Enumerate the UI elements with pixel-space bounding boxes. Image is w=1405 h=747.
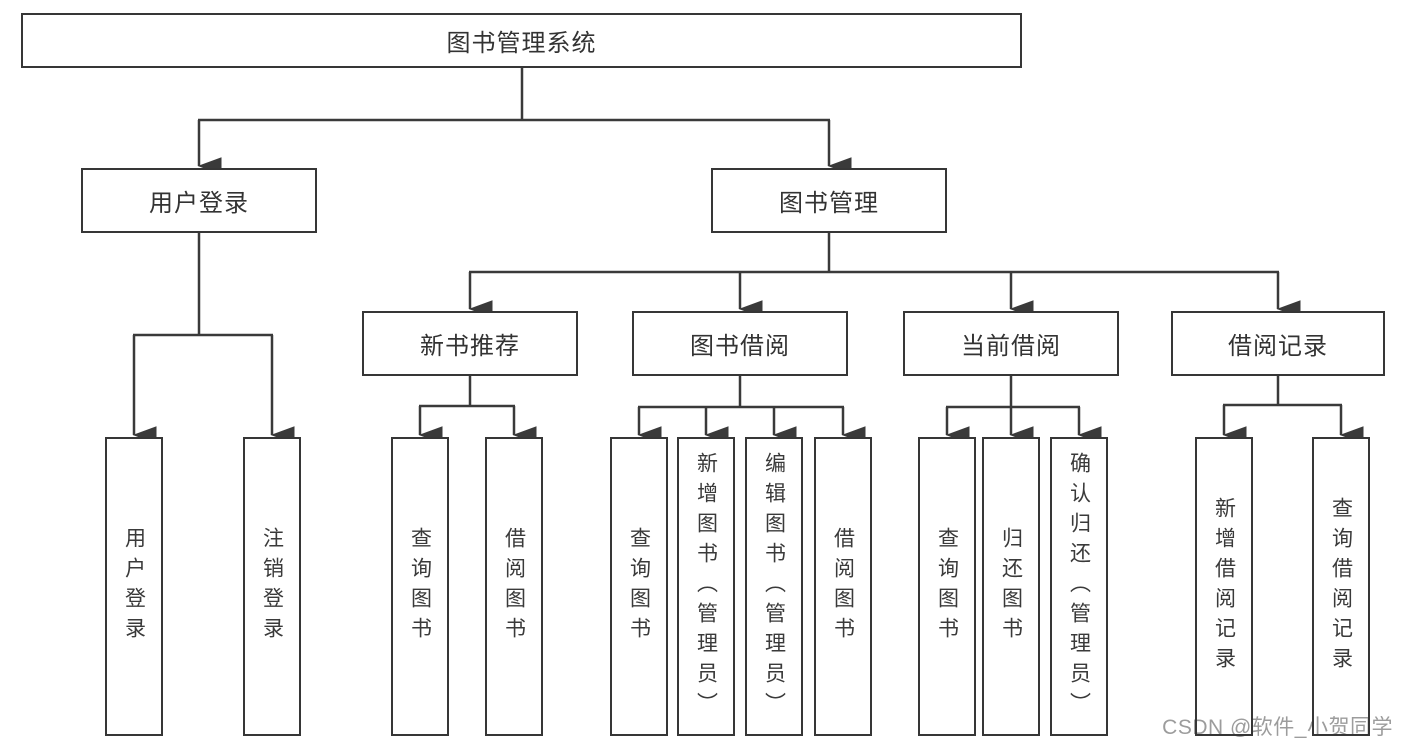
leaf-logout-label: 注销登录 [260,526,284,647]
node-book-management-label: 图书管理 [779,190,879,217]
connector-root-to-level2 [197,68,830,166]
connector-new-book-recommend-to-leaves [418,376,515,435]
leaf-nb-borrow-books-label: 借阅图书 [502,526,526,647]
leaf-br-query-record: 查询借阅记录 [1312,437,1370,736]
csdn-watermark: CSDN @软件_小贺同学 [1162,716,1393,739]
leaf-user-login-label: 用户登录 [122,526,146,647]
leaf-nb-query-books: 查询图书 [391,437,449,736]
node-current-borrowing-label: 当前借阅 [961,333,1061,360]
leaf-bb-add-books-admin: 新增图书（管理员） [677,437,735,736]
leaf-cb-confirm-return-admin-label: 确认归还（管理员） [1067,451,1091,722]
leaf-bb-borrow-books-label: 借阅图书 [831,526,855,647]
leaf-cb-return-books: 归还图书 [982,437,1040,736]
node-book-management: 图书管理 [711,168,947,233]
leaf-bb-query-books-label: 查询图书 [627,526,651,647]
node-user-login: 用户登录 [81,168,317,233]
leaf-bb-edit-books-admin: 编辑图书（管理员） [745,437,803,736]
leaf-nb-query-books-label: 查询图书 [408,526,432,647]
node-borrowing-records: 借阅记录 [1171,311,1385,376]
leaf-bb-borrow-books: 借阅图书 [814,437,872,736]
leaf-cb-query-books: 查询图书 [918,437,976,736]
leaf-cb-return-books-label: 归还图书 [999,526,1023,647]
node-new-book-recommend-label: 新书推荐 [420,333,520,360]
connector-user-login-to-leaves [132,233,273,435]
node-borrowing-records-label: 借阅记录 [1228,333,1328,360]
leaf-br-add-record-label: 新增借阅记录 [1212,496,1236,677]
node-new-book-recommend: 新书推荐 [362,311,578,376]
leaf-cb-query-books-label: 查询图书 [935,526,959,647]
leaf-bb-edit-books-admin-label: 编辑图书（管理员） [762,451,786,722]
leaf-bb-query-books: 查询图书 [610,437,668,736]
node-root-label: 图书管理系统 [446,30,597,57]
node-root: 图书管理系统 [21,13,1022,68]
node-book-borrowing-label: 图书借阅 [690,333,790,360]
connector-book-management-to-level3 [468,233,1279,309]
leaf-nb-borrow-books: 借阅图书 [485,437,543,736]
leaf-cb-confirm-return-admin: 确认归还（管理员） [1050,437,1108,736]
node-book-borrowing: 图书借阅 [632,311,848,376]
node-user-login-label: 用户登录 [149,190,249,217]
leaf-user-login: 用户登录 [105,437,163,736]
leaf-logout: 注销登录 [243,437,301,736]
connector-book-borrowing-to-leaves [637,376,844,435]
leaf-bb-add-books-admin-label: 新增图书（管理员） [694,451,718,722]
leaf-br-add-record: 新增借阅记录 [1195,437,1253,736]
connector-current-borrowing-to-leaves [945,376,1080,435]
leaf-br-query-record-label: 查询借阅记录 [1329,496,1353,677]
connector-borrowing-records-to-leaves [1222,376,1342,435]
node-current-borrowing: 当前借阅 [903,311,1119,376]
